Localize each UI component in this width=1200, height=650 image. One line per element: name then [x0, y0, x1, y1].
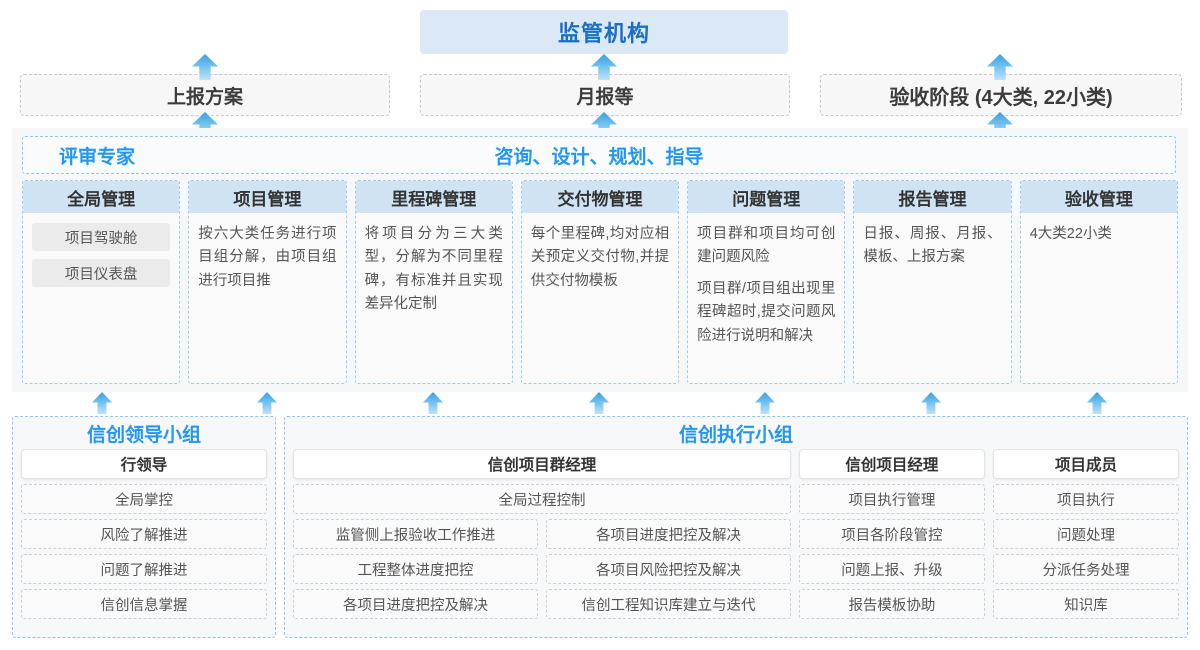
column-header: 报告管理: [854, 181, 1011, 213]
arrow-up-icon-col-1: [92, 392, 112, 414]
duty-item[interactable]: 问题处理: [992, 519, 1179, 549]
exec-member-block: 项目成员 项目执行 问题处理 分派任务处理 知识库: [992, 449, 1179, 629]
duty-item[interactable]: 信创信息掌握: [21, 589, 267, 619]
capability-column-issue[interactable]: 问题管理 项目群和项目均可创建问题风险 项目群/项目组出现里程碑超时,提交问题风…: [687, 180, 846, 384]
role-review-expert: 评审专家: [59, 146, 136, 168]
column-paragraph: 每个里程碑,均对应相关预定义交付物,并提供交付物模板: [530, 226, 670, 289]
column-header: 验收管理: [1020, 181, 1177, 213]
arrow-up-icon-col-6: [921, 392, 941, 414]
column-body: 将项目分为三大类型，分解为不同里程碑，有标准并且实现差异化定制: [356, 213, 512, 383]
column-paragraph: 按六大类任务进行项目组分解，由项目组进行项目推: [198, 226, 337, 289]
capability-column-milestone[interactable]: 里程碑管理 将项目分为三大类型，分解为不同里程碑，有标准并且实现差异化定制: [354, 180, 513, 384]
column-header: 全局管理: [23, 181, 180, 213]
column-header: 项目管理: [189, 181, 346, 213]
document-box-acceptance-stage: 验收阶段 (4大类, 22小类): [820, 74, 1182, 116]
capability-column-global[interactable]: 全局管理 项目驾驶舱 项目仪表盘: [22, 180, 181, 384]
tag-item[interactable]: 项目驾驶舱: [32, 223, 171, 251]
column-paragraph: 日报、周报、月报、模板、上报方案: [863, 226, 1002, 266]
tag-item[interactable]: 项目仪表盘: [32, 259, 171, 287]
arrow-up-icon-col-5: [755, 392, 775, 414]
duty-item[interactable]: 全局掌控: [21, 484, 267, 514]
capability-column-project[interactable]: 项目管理 按六大类任务进行项目组分解，由项目组进行项目推: [188, 180, 347, 384]
team-title: 信创领导小组: [86, 425, 201, 446]
column-body: 按六大类任务进行项目组分解，由项目组进行项目推: [189, 213, 345, 383]
duty-item[interactable]: 项目执行管理: [798, 484, 985, 514]
duty-item[interactable]: 项目各阶段管控: [798, 519, 985, 549]
capability-column-acceptance[interactable]: 验收管理 4大类22小类: [1019, 180, 1178, 384]
capability-columns: 全局管理 项目驾驶舱 项目仪表盘 项目管理 按六大类任务进行项目组分解，由项目组…: [22, 180, 1178, 384]
duty-item[interactable]: 风险了解推进: [21, 519, 267, 549]
duty-item[interactable]: 分派任务处理: [992, 554, 1179, 584]
duty-item[interactable]: 问题上报、升级: [798, 554, 985, 584]
person-role[interactable]: 项目成员: [992, 449, 1179, 479]
column-body: 项目驾驶舱 项目仪表盘: [23, 213, 179, 383]
duty-item[interactable]: 信创工程知识库建立与迭代: [545, 589, 791, 619]
column-header: 问题管理: [688, 181, 845, 213]
column-paragraph: 项目群和项目均可创建问题风险: [697, 226, 836, 266]
document-box-monthly-report: 月报等: [420, 74, 790, 116]
role-consulting-design: 咨询、设计、规划、指导: [494, 146, 704, 168]
arrow-up-icon-col-2: [257, 392, 277, 414]
column-header: 交付物管理: [521, 181, 679, 213]
duty-item[interactable]: 知识库: [992, 589, 1179, 619]
duty-item[interactable]: 项目执行: [992, 484, 1179, 514]
person-role[interactable]: 信创项目经理: [798, 449, 985, 479]
team-exec-group: 信创执行小组 信创项目群经理 全局过程控制 监管侧上报验收工作推进 各项目进度把…: [284, 416, 1188, 638]
column-header: 里程碑管理: [355, 181, 512, 213]
column-body: 日报、周报、月报、模板、上报方案: [854, 213, 1010, 383]
arrow-up-icon-col-7: [1087, 392, 1107, 414]
duty-item[interactable]: 报告模板协助: [798, 589, 985, 619]
duty-item[interactable]: 工程整体进度把控: [293, 554, 538, 584]
duty-item[interactable]: 各项目进度把控及解决: [545, 519, 791, 549]
duty-item[interactable]: 各项目进度把控及解决: [293, 589, 538, 619]
exec-program-manager-block: 信创项目群经理 全局过程控制 监管侧上报验收工作推进 各项目进度把控及解决 工程…: [293, 449, 791, 629]
person-role[interactable]: 信创项目群经理: [293, 449, 791, 479]
capability-column-deliverable[interactable]: 交付物管理 每个里程碑,均对应相关预定义交付物,并提供交付物模板: [520, 180, 680, 384]
column-body: 4大类22小类: [1021, 213, 1177, 383]
duty-item[interactable]: 全局过程控制: [293, 484, 791, 514]
person-role[interactable]: 行领导: [21, 449, 267, 479]
duty-item[interactable]: 监管侧上报验收工作推进: [293, 519, 538, 549]
exec-project-manager-block: 信创项目经理 项目执行管理 项目各阶段管控 问题上报、升级 报告模板协助: [798, 449, 985, 629]
column-paragraph: 将项目分为三大类型，分解为不同里程碑，有标准并且实现差异化定制: [364, 226, 503, 313]
team-leader-group: 信创领导小组 行领导 全局掌控 风险了解推进 问题了解推进 信创信息掌握: [12, 416, 276, 638]
duty-row: 工程整体进度把控 各项目风险把控及解决: [293, 554, 791, 584]
team-title: 信创执行小组: [678, 425, 793, 446]
duty-item[interactable]: 问题了解推进: [21, 554, 267, 584]
duty-item[interactable]: 各项目风险把控及解决: [545, 554, 791, 584]
column-paragraph: 项目群/项目组出现里程碑超时,提交问题风险进行说明和解决: [697, 280, 836, 344]
bottom-row: 信创领导小组 行领导 全局掌控 风险了解推进 问题了解推进 信创信息掌握 信创执…: [12, 416, 1188, 638]
column-body: 每个里程碑,均对应相关预定义交付物,并提供交付物模板: [522, 213, 678, 383]
duty-row: 各项目进度把控及解决 信创工程知识库建立与迭代: [293, 589, 791, 619]
exec-subcolumns: 信创项目群经理 全局过程控制 监管侧上报验收工作推进 各项目进度把控及解决 工程…: [293, 449, 1179, 629]
middle-panel: 评审专家 咨询、设计、规划、指导 全局管理 项目驾驶舱 项目仪表盘 项目管理 按…: [12, 128, 1188, 392]
column-paragraph: 4大类22小类: [1029, 226, 1112, 242]
role-bar: 评审专家 咨询、设计、规划、指导: [22, 136, 1176, 174]
capability-column-report[interactable]: 报告管理 日报、周报、月报、模板、上报方案: [853, 180, 1012, 384]
arrow-up-icon-col-4: [589, 392, 609, 414]
regulator-box: 监管机构: [420, 10, 788, 54]
duty-row: 监管侧上报验收工作推进 各项目进度把控及解决: [293, 519, 791, 549]
document-box-report-plan: 上报方案: [20, 74, 390, 116]
arrow-up-icon-col-3: [423, 392, 443, 414]
column-body: 项目群和项目均可创建问题风险 项目群/项目组出现里程碑超时,提交问题风险进行说明…: [688, 213, 844, 383]
